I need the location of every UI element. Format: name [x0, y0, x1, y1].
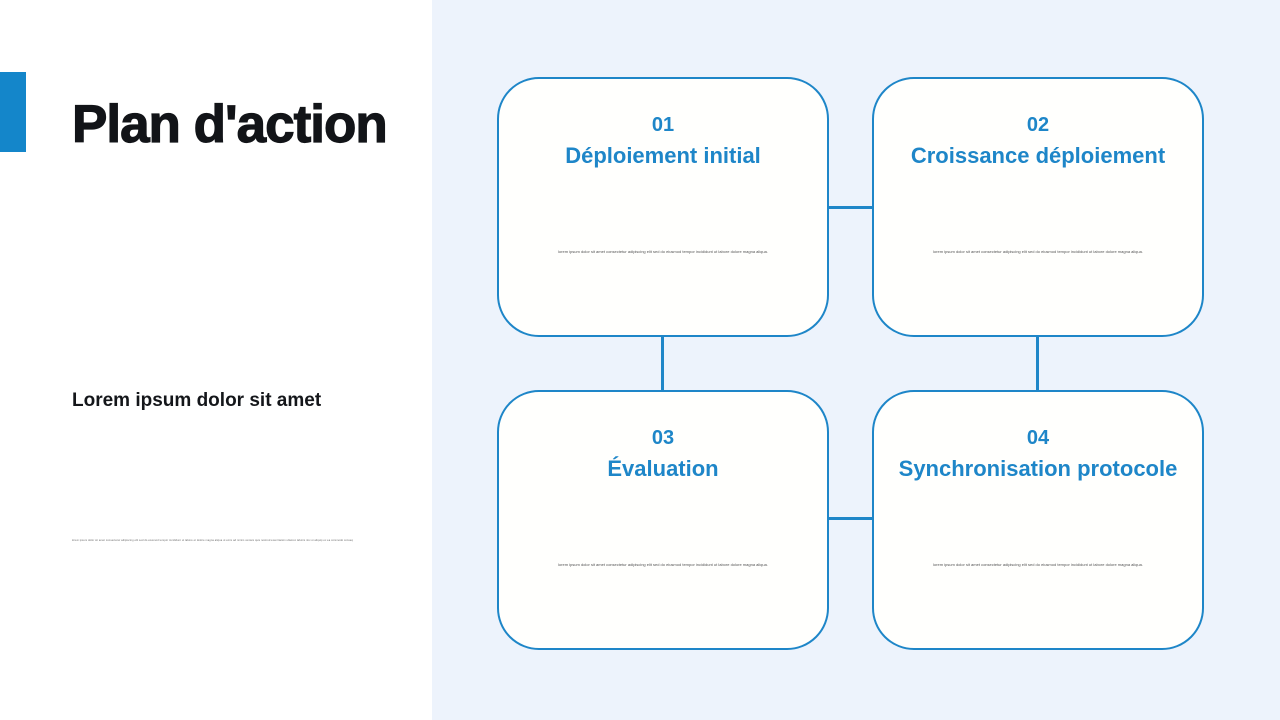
step-title: Évaluation [607, 456, 719, 481]
step-card-02: 02 Croissance déploiement lorem ipsum do… [872, 77, 1204, 337]
step-body-text: lorem ipsum dolor sit amet consectetur a… [933, 562, 1143, 567]
step-card-04: 04 Synchronisation protocole lorem ipsum… [872, 390, 1204, 650]
step-title: Déploiement initial [565, 143, 761, 168]
step-body-text: lorem ipsum dolor sit amet consectetur a… [558, 249, 768, 254]
footnote-text: lorem ipsum dolor sit amet consectetur a… [72, 539, 353, 542]
slide-subtitle: Lorem ipsum dolor sit amet [72, 390, 322, 411]
step-card-03: 03 Évaluation lorem ipsum dolor sit amet… [497, 390, 829, 650]
step-number: 04 [1026, 427, 1050, 449]
slide-title: Plan d'action [71, 94, 388, 154]
title-accent-bar [0, 72, 26, 152]
connector-top-horizontal [828, 206, 873, 209]
step-body-text: lorem ipsum dolor sit amet consectetur a… [558, 562, 768, 567]
step-title: Synchronisation protocole [898, 456, 1178, 481]
step-card-01: 01 Déploiement initial lorem ipsum dolor… [497, 77, 829, 337]
connector-bottom-horizontal [828, 517, 873, 520]
step-body-text: lorem ipsum dolor sit amet consectetur a… [933, 249, 1143, 254]
step-number: 02 [1026, 114, 1050, 136]
connector-left-vertical [661, 336, 664, 391]
step-number: 01 [651, 114, 675, 136]
step-title: Croissance déploiement [910, 143, 1166, 168]
connector-right-vertical [1036, 336, 1039, 391]
step-number: 03 [651, 427, 675, 449]
